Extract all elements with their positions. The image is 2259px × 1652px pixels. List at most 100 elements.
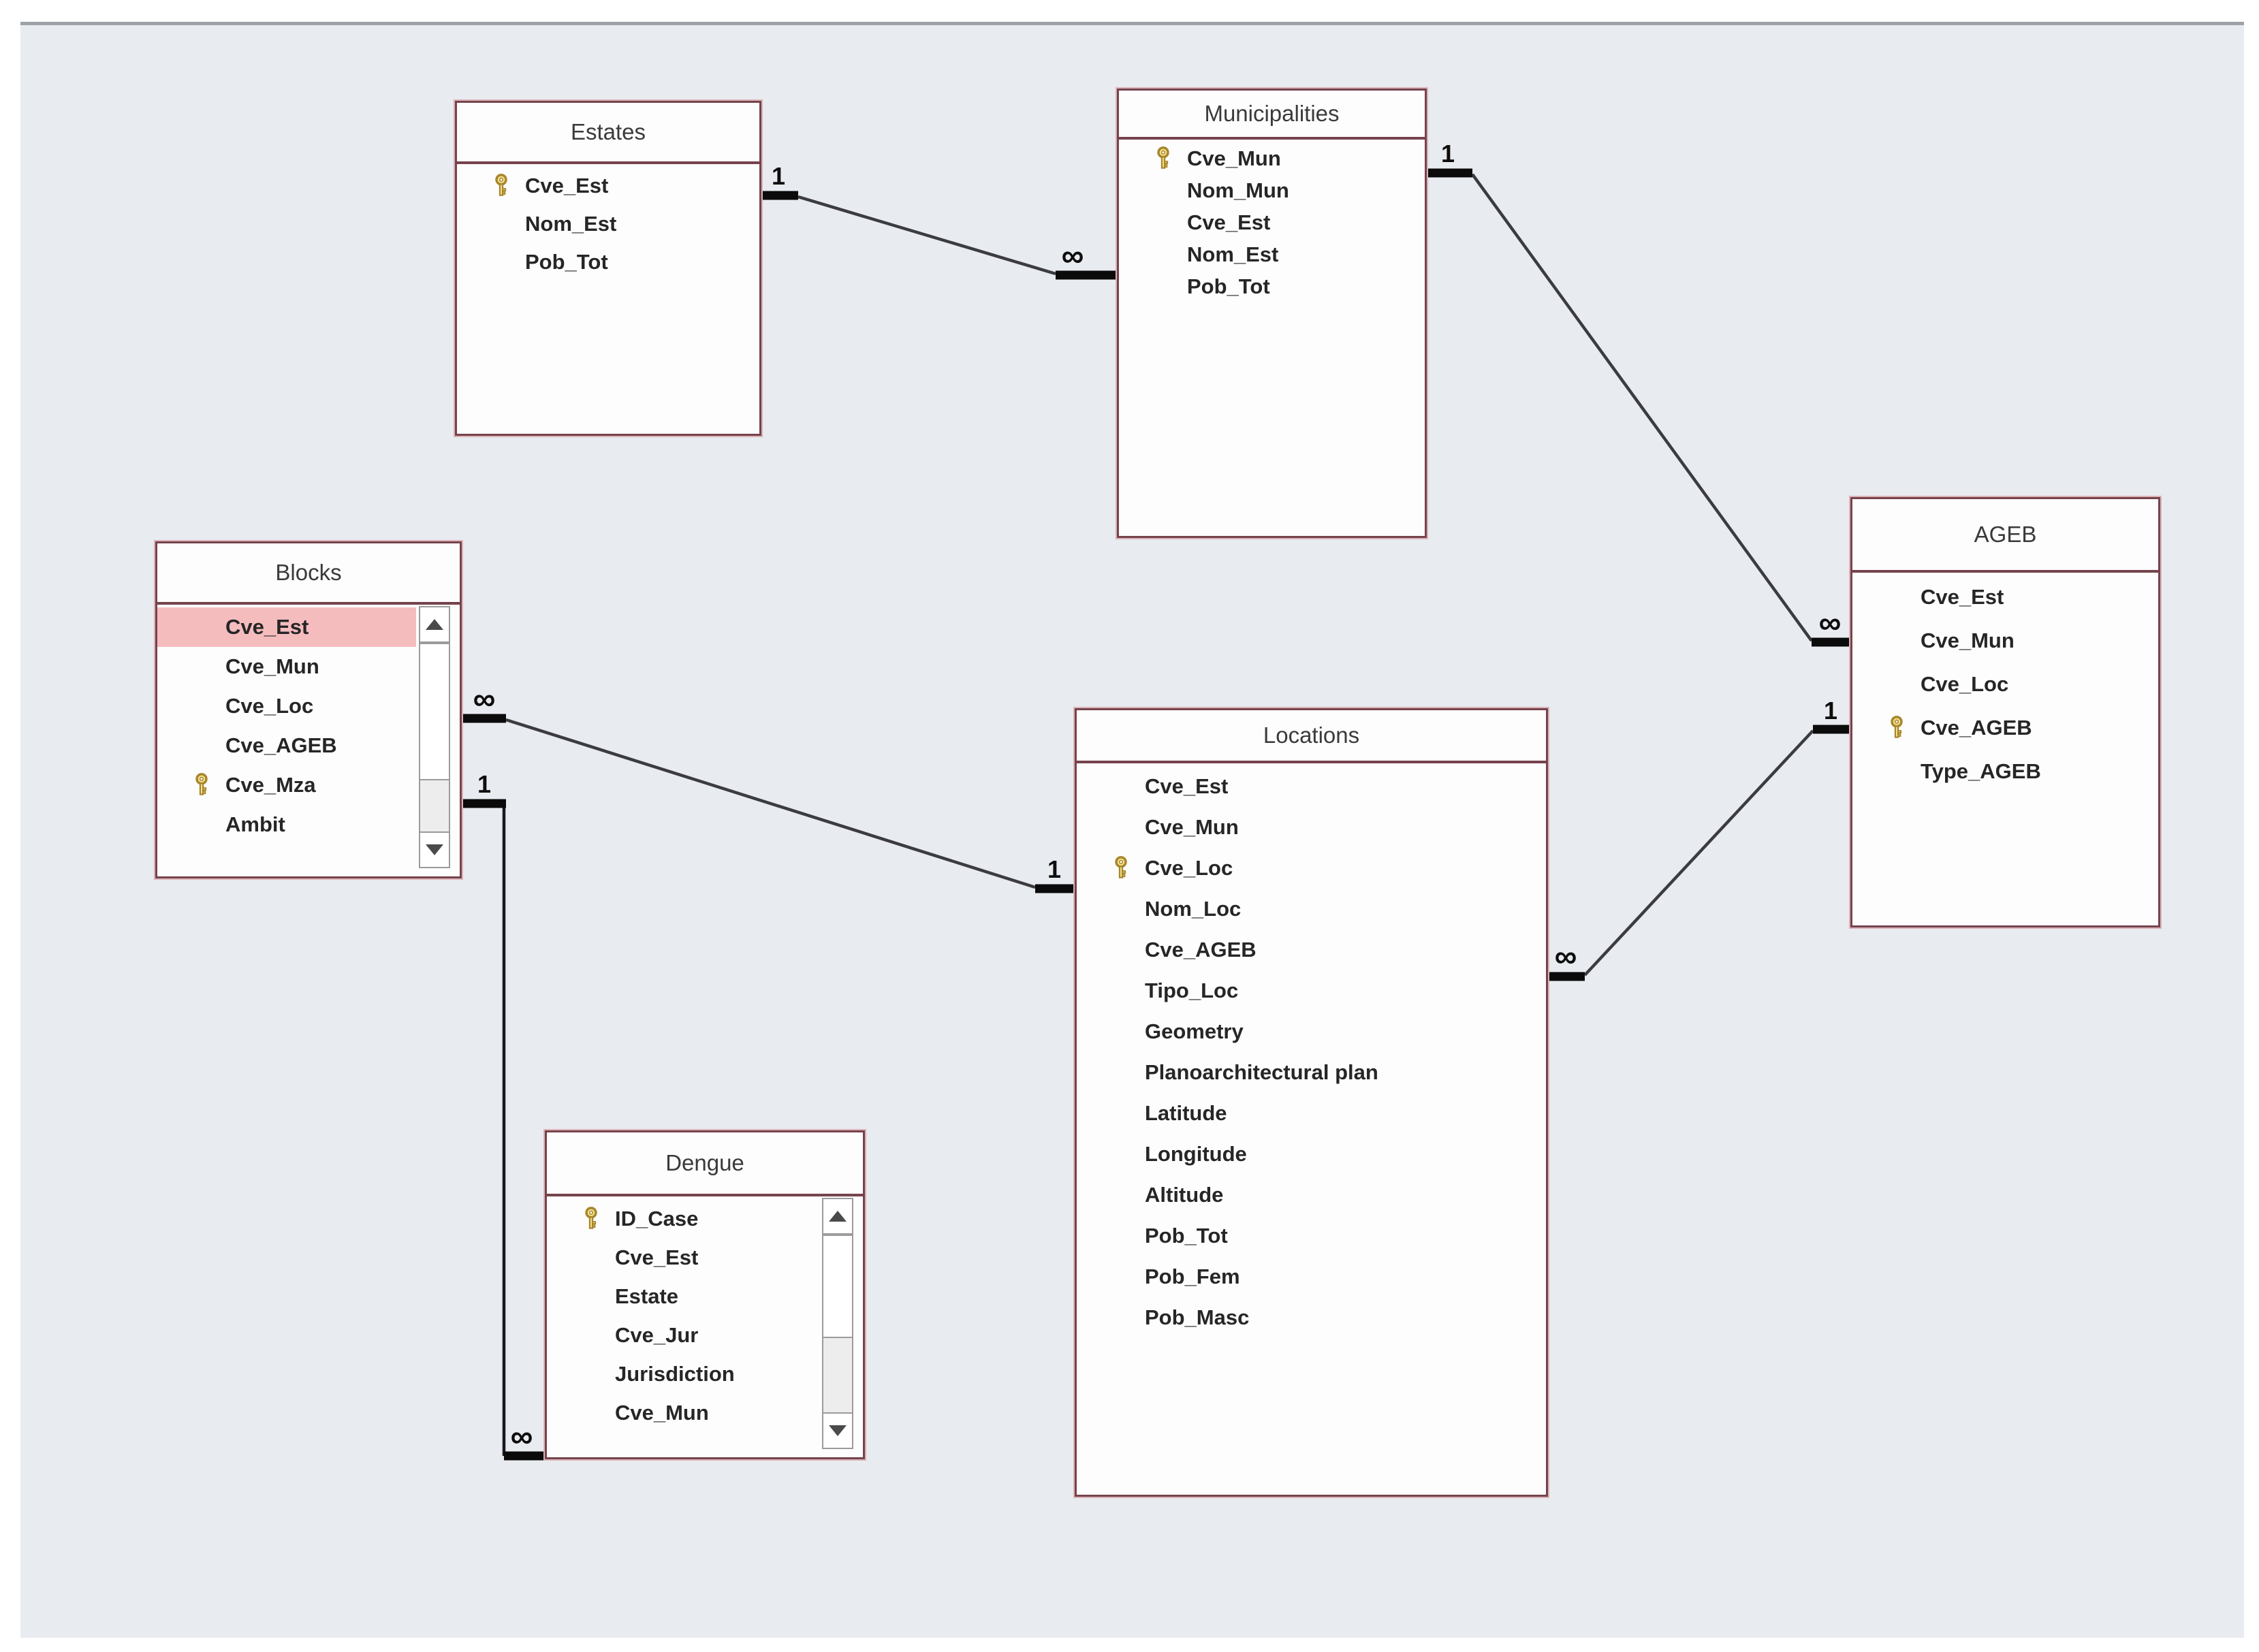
field-name: Cve_Mun (1187, 146, 1281, 170)
cardinality-label: 1 (1047, 855, 1062, 883)
table-estates[interactable]: Estates Cve_Est Nom_Est Pob_Tot (455, 101, 761, 436)
field-name: Cve_Est (1921, 585, 2004, 609)
field-row[interactable]: Cve_Mun (1077, 807, 1546, 848)
field-name: Cve_Loc (1145, 856, 1233, 880)
field-row[interactable]: Ambit (157, 805, 460, 844)
scroll-down-button[interactable] (822, 1412, 853, 1449)
field-row[interactable]: Cve_Est (1119, 206, 1425, 238)
field-name: Nom_Est (1187, 242, 1279, 266)
field-name: Cve_Jur (615, 1322, 699, 1347)
field-row-selected[interactable]: Cve_Est (157, 607, 416, 647)
field-name: Cve_AGEB (225, 733, 337, 757)
field-row[interactable]: Cve_Loc (1852, 663, 2158, 706)
field-row[interactable]: Nom_Est (1119, 238, 1425, 270)
vertical-scrollbar[interactable] (419, 606, 450, 868)
field-name: Latitude (1145, 1101, 1227, 1125)
cardinality-label: 1 (1440, 140, 1455, 168)
field-row[interactable]: Cve_Est (1852, 575, 2158, 619)
scroll-down-button[interactable] (419, 831, 450, 868)
scroll-up-button[interactable] (822, 1198, 853, 1235)
field-row[interactable]: Altitude (1077, 1175, 1546, 1216)
table-title[interactable]: Blocks (157, 543, 460, 605)
scrollbar-thumb[interactable] (822, 1235, 853, 1338)
up-arrow-icon (426, 619, 443, 630)
field-name: Cve_Mun (1921, 629, 2015, 652)
field-row[interactable]: Pob_Tot (1119, 270, 1425, 302)
field-row[interactable]: Pob_Tot (457, 243, 759, 281)
table-title[interactable]: Estates (457, 103, 759, 164)
primary-key-icon (578, 1206, 604, 1232)
field-name: Geometry (1145, 1019, 1244, 1043)
table-title[interactable]: Dengue (547, 1132, 863, 1196)
field-name: Nom_Est (525, 212, 617, 236)
field-row[interactable]: Geometry (1077, 1011, 1546, 1052)
field-name: Cve_AGEB (1145, 938, 1257, 962)
field-name: Jurisdiction (615, 1361, 735, 1386)
field-row[interactable]: Cve_Loc (157, 686, 460, 726)
field-list: Cve_Est Cve_Mun Cve_Loc Cve_AGEB Cve_Mza… (157, 605, 460, 844)
field-row[interactable]: Cve_Loc (1077, 848, 1546, 889)
table-dengue[interactable]: Dengue ID_Case Cve_Est Estate Cve_Jur Ju… (545, 1130, 865, 1459)
field-row[interactable]: Cve_Mun (1119, 142, 1425, 174)
field-row[interactable]: Cve_Est (547, 1238, 863, 1277)
field-name: Cve_Loc (225, 694, 314, 718)
field-row[interactable]: Cve_AGEB (1077, 930, 1546, 970)
field-name: Cve_Est (615, 1245, 699, 1269)
table-blocks[interactable]: Blocks Cve_Est Cve_Mun Cve_Loc Cve_AGEB … (155, 541, 462, 878)
cardinality-label: ∞ (1818, 604, 1842, 640)
field-row[interactable]: Cve_Est (457, 167, 759, 205)
field-row[interactable]: Nom_Mun (1119, 174, 1425, 206)
field-row[interactable]: Cve_Mun (1852, 619, 2158, 663)
field-row[interactable]: Pob_Masc (1077, 1297, 1546, 1338)
field-row[interactable]: Cve_Est (1077, 766, 1546, 807)
field-name: Altitude (1145, 1183, 1224, 1207)
table-title[interactable]: Locations (1077, 710, 1546, 763)
field-row[interactable]: Cve_Mza (157, 765, 460, 805)
field-row[interactable]: Pob_Tot (1077, 1216, 1546, 1256)
field-name: Cve_Est (225, 615, 309, 639)
field-name: Longitude (1145, 1142, 1247, 1166)
field-row[interactable]: Latitude (1077, 1093, 1546, 1134)
field-name: Pob_Fem (1145, 1265, 1240, 1288)
table-ageb[interactable]: AGEB Cve_Est Cve_Mun Cve_Loc Cve_AGEB Ty… (1850, 497, 2160, 927)
field-name: Cve_Est (1187, 210, 1271, 234)
field-name: ID_Case (615, 1206, 699, 1230)
field-name: Cve_Est (1145, 774, 1229, 798)
table-locations[interactable]: Locations Cve_Est Cve_Mun Cve_Loc Nom_Lo… (1075, 708, 1548, 1497)
field-row[interactable]: Estate (547, 1277, 863, 1316)
table-title[interactable]: Municipalities (1119, 91, 1425, 140)
field-row[interactable]: Nom_Loc (1077, 889, 1546, 930)
field-row[interactable]: Tipo_Loc (1077, 970, 1546, 1011)
vertical-scrollbar[interactable] (822, 1198, 853, 1449)
field-row[interactable]: Cve_Mun (157, 647, 460, 686)
field-list: Cve_Est Nom_Est Pob_Tot (457, 164, 759, 281)
field-row[interactable]: Jurisdiction (547, 1354, 863, 1393)
field-row[interactable]: Longitude (1077, 1134, 1546, 1175)
field-row[interactable]: Cve_Mun (547, 1393, 863, 1432)
table-title[interactable]: AGEB (1852, 499, 2158, 573)
table-municipalities[interactable]: Municipalities Cve_Mun Nom_Mun Cve_Est N… (1117, 89, 1427, 538)
field-row[interactable]: Nom_Est (457, 205, 759, 243)
field-row[interactable]: Cve_AGEB (1852, 706, 2158, 750)
field-name: Cve_Mun (615, 1400, 709, 1425)
field-row[interactable]: Planoarchitectural plan (1077, 1052, 1546, 1093)
field-name: Pob_Masc (1145, 1305, 1250, 1329)
primary-key-icon (488, 173, 514, 199)
scroll-up-button[interactable] (419, 606, 450, 643)
field-row[interactable]: Cve_Jur (547, 1316, 863, 1354)
primary-key-icon (1150, 146, 1176, 172)
field-row[interactable]: Cve_AGEB (157, 726, 460, 765)
field-name: Cve_Mun (1145, 815, 1239, 839)
field-row[interactable]: Pob_Fem (1077, 1256, 1546, 1297)
scrollbar-thumb[interactable] (419, 643, 450, 780)
field-name: Tipo_Loc (1145, 979, 1239, 1002)
field-row[interactable]: ID_Case (547, 1199, 863, 1238)
field-row[interactable]: Type_AGEB (1852, 750, 2158, 793)
cardinality-label: 1 (477, 770, 492, 798)
field-name: Pob_Tot (525, 250, 608, 274)
field-list: ID_Case Cve_Est Estate Cve_Jur Jurisdict… (547, 1196, 863, 1432)
down-arrow-icon (829, 1425, 847, 1436)
cardinality-label: 1 (1823, 697, 1838, 725)
field-name: Ambit (225, 812, 285, 836)
